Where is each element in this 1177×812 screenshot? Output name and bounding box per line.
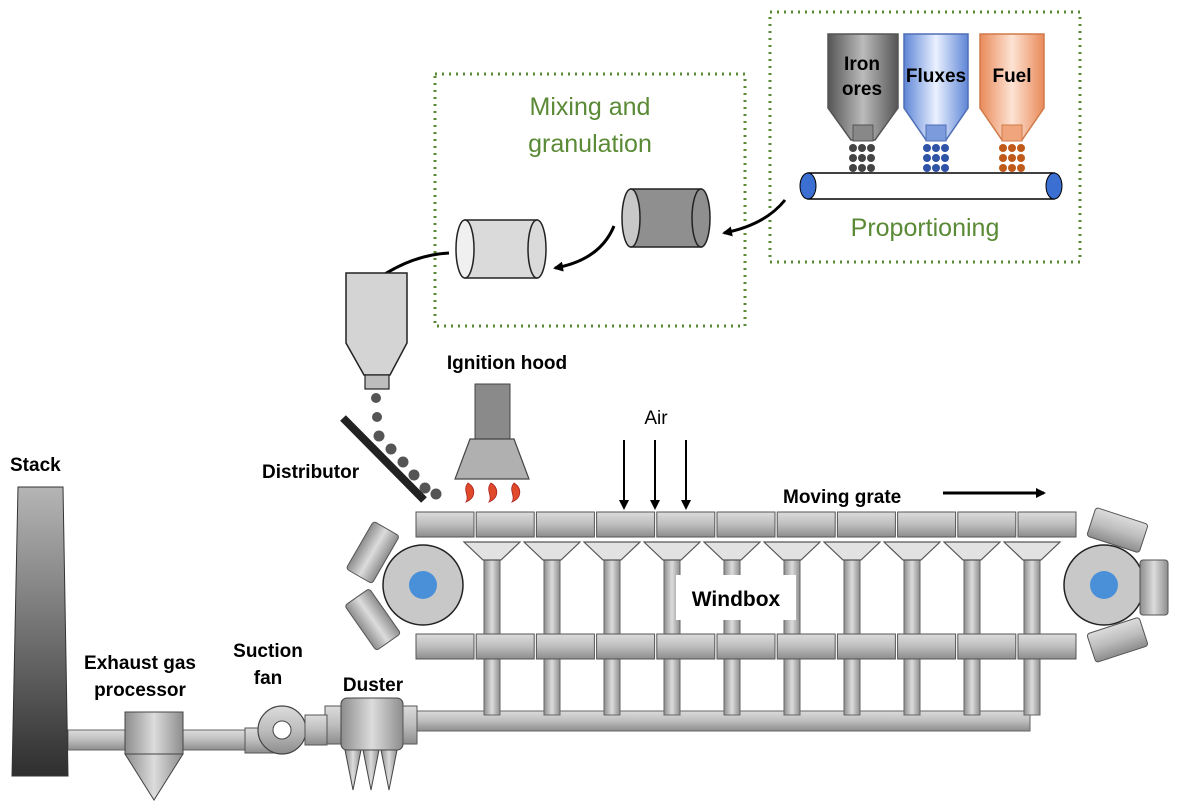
feed-arrow-icon — [722, 199, 787, 237]
grate-pallet — [776, 511, 836, 538]
grate-pallet — [535, 633, 595, 660]
windbox-label: Windbox — [692, 588, 781, 611]
grate-pallet — [776, 633, 836, 660]
moving-grate-label: Moving grate — [783, 487, 901, 508]
windbox — [762, 541, 822, 561]
grate-pallet — [475, 511, 535, 538]
grate-pallet — [1017, 511, 1077, 538]
grate-pallet — [415, 511, 475, 538]
distributor-chute — [340, 415, 427, 503]
fuel-label: Fuel — [992, 66, 1031, 87]
grate-pallets-bottom — [415, 633, 1077, 660]
grate-pallet — [535, 511, 595, 538]
grate-pallet — [957, 511, 1017, 538]
grate-pallet — [716, 511, 776, 538]
grate-pallet — [415, 633, 475, 660]
iron-label-line1: Iron — [844, 54, 880, 75]
grate-pallet — [596, 633, 656, 660]
stack-label: Stack — [10, 455, 61, 476]
grate-pallets-top — [415, 511, 1077, 538]
mixing-label-line1: Mixing and — [530, 93, 651, 121]
windbox — [702, 541, 762, 561]
windbox — [462, 541, 522, 561]
grate-pallet — [475, 633, 535, 660]
suction-fan — [244, 705, 328, 755]
exhaust-label-line2: processor — [94, 680, 186, 701]
windbox — [882, 541, 942, 561]
grate-pallet — [897, 511, 957, 538]
fuel-particles — [999, 144, 1025, 172]
windbox — [522, 541, 582, 561]
ignition-hood — [454, 383, 530, 480]
windbox — [822, 541, 882, 561]
windbox — [942, 541, 1002, 561]
flux-particles — [923, 144, 949, 172]
proportioning-group — [768, 10, 1082, 264]
mixing-label-line2: granulation — [528, 130, 652, 158]
grate-pallet — [836, 511, 896, 538]
windbox — [642, 541, 702, 561]
mixing-granulation-group — [433, 72, 747, 328]
exhaust-gas-processor — [124, 711, 184, 801]
falling-particles — [371, 393, 382, 422]
fluxes-bin: Fluxes — [903, 33, 969, 142]
mixing-drum — [455, 219, 547, 279]
feed-arrow-icon — [553, 225, 616, 272]
ignition-hood-label: Ignition hood — [447, 353, 567, 374]
exhaust-label-line1: Exhaust gas — [84, 653, 196, 674]
main-gas-duct — [409, 710, 1031, 732]
iron-ores-bin: Iron ores — [827, 33, 899, 142]
distributor-label: Distributor — [262, 462, 360, 483]
flame-icon — [464, 482, 521, 503]
grate-pallet — [656, 511, 716, 538]
windboxes — [462, 541, 1062, 561]
duster-label: Duster — [343, 675, 404, 696]
suction-fan-label-line2: fan — [254, 668, 283, 689]
suction-fan-label-line1: Suction — [233, 641, 303, 662]
granulation-drum — [621, 188, 711, 248]
grate-pallet — [897, 633, 957, 660]
fuel-bin: Fuel — [979, 33, 1045, 142]
feed-hopper — [345, 272, 408, 376]
grate-pallet — [656, 633, 716, 660]
stack — [11, 486, 69, 777]
grate-pallet — [716, 633, 776, 660]
grate-pallet — [1017, 633, 1077, 660]
iron-label-line2: ores — [842, 79, 882, 100]
air-label: Air — [644, 408, 668, 429]
windbox-label-bg — [676, 575, 796, 620]
duster — [324, 697, 418, 791]
distributor-particles — [373, 430, 442, 500]
grate-pallet — [596, 511, 656, 538]
windbox — [1002, 541, 1062, 561]
grate-pallet — [957, 633, 1017, 660]
proportioning-conveyor — [799, 172, 1063, 200]
fluxes-label: Fluxes — [906, 66, 966, 87]
windbox — [582, 541, 642, 561]
right-sprocket — [1063, 507, 1169, 663]
grate-pallet — [836, 633, 896, 660]
left-sprocket — [345, 521, 464, 651]
iron-particles — [849, 144, 875, 172]
proportioning-label: Proportioning — [851, 214, 1000, 242]
